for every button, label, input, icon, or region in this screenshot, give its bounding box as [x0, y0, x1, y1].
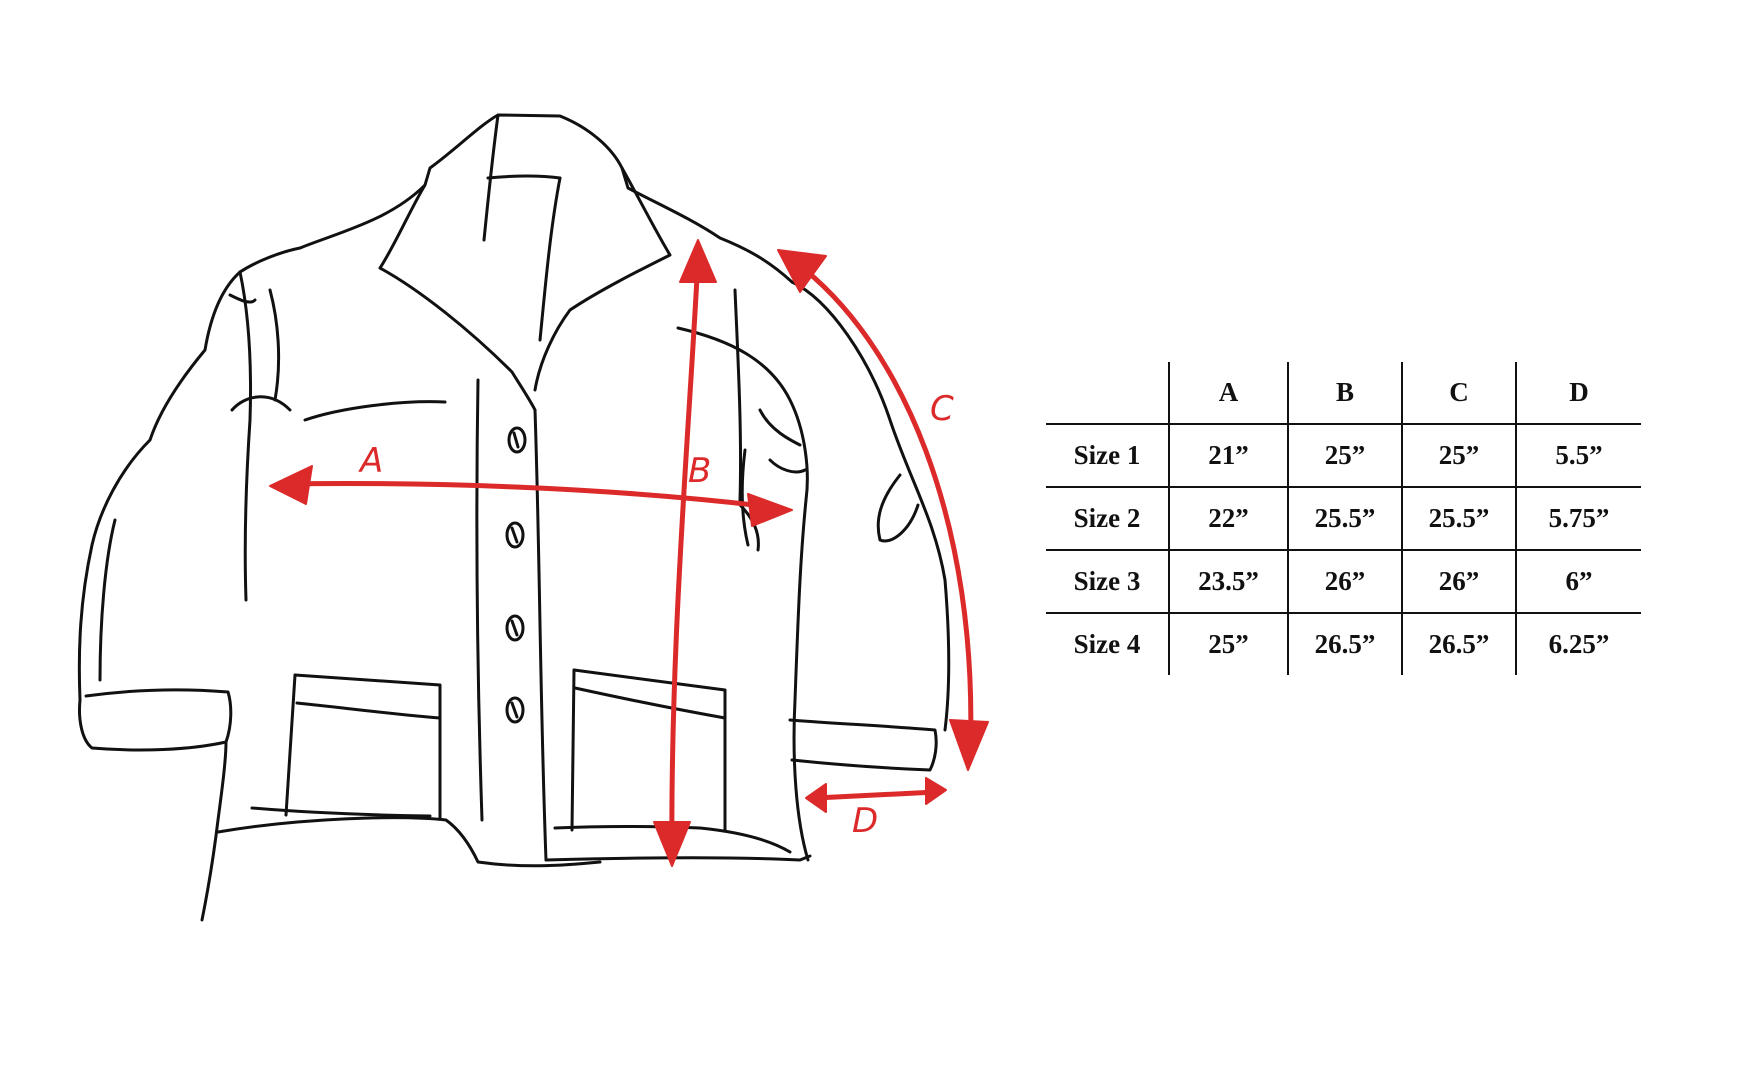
column-header-b: B — [1287, 362, 1402, 425]
measurement-value: 26.5” — [1401, 613, 1516, 675]
size-label: Size 2 — [1046, 487, 1169, 551]
measure-b-top-arrow-icon — [679, 239, 717, 283]
measure-c-bottom-arrow-icon — [949, 719, 989, 771]
measure-a-right-arrow-icon — [747, 493, 793, 527]
measurement-value: 26” — [1287, 550, 1402, 614]
measure-a-left-arrow-icon — [269, 465, 313, 505]
measurement-value: 6.25” — [1515, 613, 1641, 675]
size-label: Size 3 — [1046, 550, 1169, 614]
measurement-overlays: A B C D — [269, 239, 989, 867]
measure-b-label: B — [688, 451, 711, 491]
measurement-value: 6” — [1515, 550, 1641, 614]
measurement-value: 25.5” — [1401, 487, 1516, 551]
size-chart-table: A B C D Size 1 21” 25” 25” 5.5” Size 2 2… — [1046, 362, 1641, 675]
measurement-value: 25” — [1287, 424, 1402, 488]
measure-b-bottom-arrow-icon — [653, 821, 691, 867]
jacket-outline — [77, 113, 951, 922]
table-row: Size 2 22” 25.5” 25.5” 5.75” — [1046, 487, 1641, 551]
measurement-value: 25” — [1168, 613, 1288, 675]
measure-b-line — [669, 255, 701, 863]
table-row: Size 1 21” 25” 25” 5.5” — [1046, 424, 1641, 488]
size-chart-corner-cell — [1046, 362, 1169, 425]
column-header-d: D — [1515, 362, 1641, 425]
measurement-value: 25” — [1401, 424, 1516, 488]
measure-d-right-arrow-icon — [925, 777, 947, 805]
measurement-value: 22” — [1168, 487, 1288, 551]
measurement-value: 25.5” — [1287, 487, 1402, 551]
column-header-a: A — [1168, 362, 1288, 425]
measure-a-label: A — [358, 441, 383, 481]
measurement-value: 26.5” — [1287, 613, 1402, 675]
table-row: Size 3 23.5” 26” 26” 6” — [1046, 550, 1641, 614]
table-row: Size 4 25” 26.5” 26.5” 6.25” — [1046, 613, 1641, 675]
measurement-value: 23.5” — [1168, 550, 1288, 614]
size-label: Size 1 — [1046, 424, 1169, 488]
measure-d-label: D — [852, 801, 878, 841]
size-chart-header-row: A B C D — [1046, 362, 1641, 425]
measure-a-line — [282, 481, 783, 511]
measure-d-line — [813, 789, 939, 801]
measure-c-label: C — [930, 389, 954, 429]
size-label: Size 4 — [1073, 629, 1141, 659]
measure-c-line — [792, 259, 974, 763]
measurement-value: 5.75” — [1515, 487, 1641, 551]
measurement-value: 5.5” — [1515, 424, 1641, 488]
measure-d-left-arrow-icon — [805, 783, 827, 813]
measurement-value: 26” — [1401, 550, 1516, 614]
measurement-value: 21” — [1168, 424, 1288, 488]
column-header-c: C — [1401, 362, 1516, 425]
measure-c-top-arrow-icon — [777, 249, 827, 293]
